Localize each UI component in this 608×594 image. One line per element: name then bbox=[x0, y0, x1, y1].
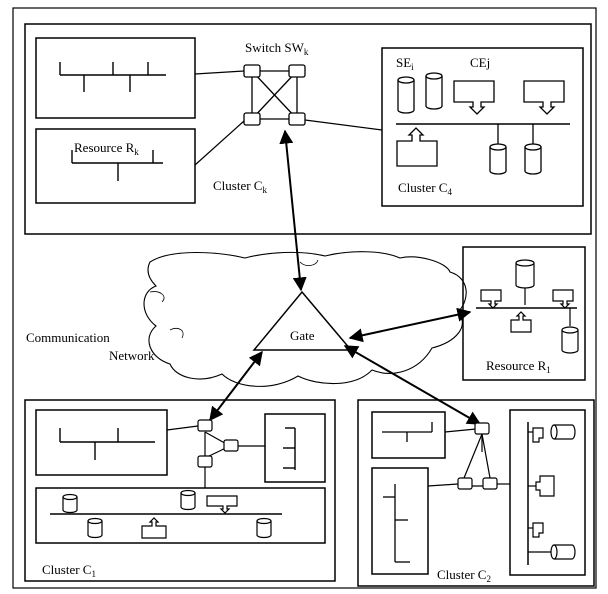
se-label: SEi bbox=[396, 55, 414, 72]
compute-element-icon bbox=[532, 427, 544, 443]
storage-cylinder-icon bbox=[256, 521, 272, 539]
bus-symbol-c1-right bbox=[283, 427, 296, 470]
compute-element-icon bbox=[453, 80, 495, 115]
storage-cylinder-icon bbox=[524, 147, 542, 175]
gate-label: Gate bbox=[290, 328, 315, 343]
link-switch-to-resource-rk bbox=[194, 120, 245, 166]
compute-element-icon bbox=[535, 475, 555, 497]
cluster-k-box bbox=[24, 23, 592, 235]
storage-cylinder-icon bbox=[515, 263, 535, 289]
resource-r1-label: Resource R1 bbox=[486, 358, 551, 375]
compute-element-icon bbox=[523, 80, 565, 115]
cluster-c1-label: Cluster C1 bbox=[42, 562, 96, 579]
bus-symbol-top-left bbox=[59, 62, 166, 92]
compute-element-icon bbox=[480, 289, 502, 309]
switch-c2 bbox=[427, 422, 510, 490]
link-switch-to-top-bus bbox=[194, 70, 245, 75]
bus-box-c1-top bbox=[35, 409, 168, 476]
storage-cylinder-icon bbox=[561, 330, 579, 354]
arrow-gate-to-cluster-c1 bbox=[209, 350, 263, 422]
cluster-k-label: Cluster Ck bbox=[213, 178, 267, 195]
bus-symbol-resource-rk bbox=[71, 150, 163, 181]
bus-box-c1-right bbox=[264, 413, 326, 483]
communication-network-label-line1: Communication bbox=[26, 330, 110, 345]
cluster-c4-box bbox=[381, 47, 584, 207]
storage-cylinder-icon bbox=[425, 76, 443, 110]
ce-label: CEj bbox=[470, 55, 490, 70]
resource-r1-group: Resource R1 bbox=[462, 246, 586, 381]
switch-c1 bbox=[166, 419, 265, 488]
cluster-c4-label: Cluster C4 bbox=[398, 180, 452, 197]
compute-element-icon bbox=[552, 289, 574, 309]
bus-box-top-left bbox=[35, 37, 196, 119]
switch-label: Switch SWk bbox=[245, 40, 309, 57]
storage-cylinder-icon bbox=[397, 80, 415, 114]
storage-cylinder-icon bbox=[489, 147, 507, 175]
cluster-c2-group: Cluster C2 bbox=[357, 399, 595, 587]
cluster-k-group: Resource Rk Switch SWk Cluster Ck bbox=[24, 23, 592, 235]
cluster-c1-group: Cluster C1 bbox=[24, 399, 336, 582]
communication-network-label-line2: Network bbox=[109, 348, 155, 363]
compute-element-icon bbox=[510, 311, 532, 333]
compute-element-icon bbox=[206, 495, 238, 514]
storage-cylinder-icon bbox=[554, 424, 576, 440]
resource-rk-label: Resource Rk bbox=[74, 140, 139, 157]
cluster-c2-box bbox=[357, 399, 595, 587]
bus-box-c2-right bbox=[509, 409, 586, 576]
gate-triangle bbox=[252, 290, 353, 351]
arrow-gate-to-resource-r1 bbox=[348, 307, 472, 343]
switch-swk bbox=[243, 64, 306, 126]
compute-element-icon bbox=[396, 127, 438, 167]
cluster-c4-contents bbox=[396, 72, 570, 175]
resource-rk-box bbox=[35, 128, 196, 204]
link-switch-to-cluster-c4 bbox=[304, 119, 383, 131]
cluster-c1-box bbox=[24, 399, 336, 582]
resource-r1-box bbox=[462, 246, 586, 381]
bus-box-c2-top-left bbox=[371, 411, 446, 459]
bus-box-c2-bottom-left bbox=[371, 467, 429, 575]
compute-element-icon bbox=[532, 522, 544, 538]
storage-cylinder-icon bbox=[87, 521, 103, 539]
outer-frame bbox=[12, 7, 597, 589]
bus-symbol-c2-top-left bbox=[382, 422, 433, 442]
bus-symbol-c1-top bbox=[59, 428, 155, 460]
cluster-c2-label: Cluster C2 bbox=[437, 567, 491, 584]
compute-element-icon bbox=[141, 517, 167, 539]
storage-cylinder-icon bbox=[554, 544, 576, 560]
bus-symbol-c2-bottom-left bbox=[383, 484, 410, 563]
arrow-gate-to-switch bbox=[279, 129, 307, 292]
storage-cylinder-icon bbox=[180, 493, 196, 511]
storage-cylinder-icon bbox=[62, 497, 78, 514]
bus-box-c1-bottom bbox=[35, 487, 326, 544]
arrow-gate-to-cluster-c2 bbox=[343, 345, 482, 425]
